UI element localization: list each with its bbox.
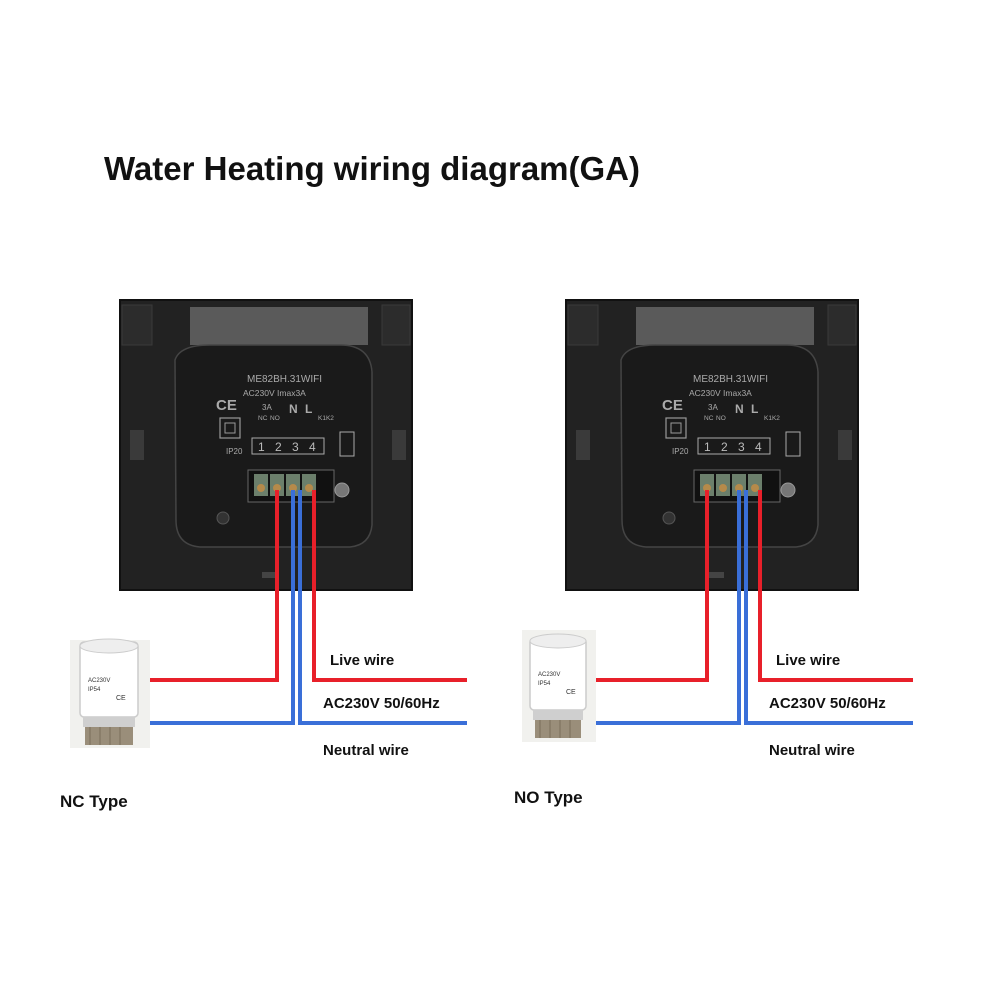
actuator-rating: AC230V xyxy=(538,672,560,678)
diagram-title: Water Heating wiring diagram(GA) xyxy=(104,150,640,187)
k-label: K1K2 xyxy=(318,415,334,422)
no-label: NO xyxy=(716,415,726,422)
rating-label: AC230V Imax3A xyxy=(243,388,306,398)
thermostat-back-panel: ME82BH.31WIFI AC230V Imax3A CE 3A NC NO … xyxy=(119,299,413,591)
actuator-ip: IP54 xyxy=(538,681,551,687)
nc-label: NC xyxy=(704,415,714,422)
current-label: 3A xyxy=(262,403,272,412)
terminal-number: 2 xyxy=(721,440,728,454)
actuator-rating: AC230V xyxy=(88,678,110,684)
neutral-wire-label: Neutral wire xyxy=(769,742,855,759)
live-wires xyxy=(143,490,467,682)
n-label: N xyxy=(735,402,744,416)
actuator-ce: CE xyxy=(116,695,126,702)
live-wire-label: Live wire xyxy=(330,652,395,669)
live-wires xyxy=(596,490,913,682)
no-wiring-diagram: ME82BH.31WIFI AC230V Imax3A CE 3A NC NO … xyxy=(446,0,946,1001)
neutral-wire-label: Neutral wire xyxy=(323,742,409,759)
model-label: ME82BH.31WIFI xyxy=(247,374,322,385)
actuator-ce: CE xyxy=(566,689,576,696)
nc-wiring-diagram: ME82BH.31WIFI AC230V Imax3A CE 3A NC NO … xyxy=(0,0,500,1001)
k-label: K1K2 xyxy=(764,415,780,422)
model-label: ME82BH.31WIFI xyxy=(693,374,768,385)
live-wire-label: Live wire xyxy=(776,652,841,669)
terminal-number: 4 xyxy=(309,440,316,454)
ce-mark: CE xyxy=(662,397,683,414)
thermal-actuator: AC230V IP54 CE xyxy=(70,638,150,748)
terminal-number: 1 xyxy=(704,440,711,454)
l-label: L xyxy=(751,402,758,416)
current-label: 3A xyxy=(708,403,718,412)
thermal-actuator: AC230V IP54 CE xyxy=(522,630,596,742)
terminal-number: 1 xyxy=(258,440,265,454)
no-label: NO xyxy=(270,415,280,422)
supply-label: AC230V 50/60Hz xyxy=(769,695,886,712)
type-label: NO Type xyxy=(514,788,583,807)
ip-label: IP20 xyxy=(672,447,689,456)
ip-label: IP20 xyxy=(226,447,243,456)
n-label: N xyxy=(289,402,298,416)
thermostat-back-panel: ME82BH.31WIFI AC230V Imax3A CE 3A NC NO … xyxy=(565,299,859,591)
type-label: NC Type xyxy=(60,792,128,811)
terminal-number: 3 xyxy=(292,440,299,454)
rating-label: AC230V Imax3A xyxy=(689,388,752,398)
terminal-number: 3 xyxy=(738,440,745,454)
supply-label: AC230V 50/60Hz xyxy=(323,695,440,712)
actuator-ip: IP54 xyxy=(88,687,101,693)
nc-label: NC xyxy=(258,415,268,422)
l-label: L xyxy=(305,402,312,416)
terminal-number: 4 xyxy=(755,440,762,454)
neutral-wires xyxy=(596,490,913,725)
neutral-wires xyxy=(143,490,467,725)
terminal-number: 2 xyxy=(275,440,282,454)
ce-mark: CE xyxy=(216,397,237,414)
